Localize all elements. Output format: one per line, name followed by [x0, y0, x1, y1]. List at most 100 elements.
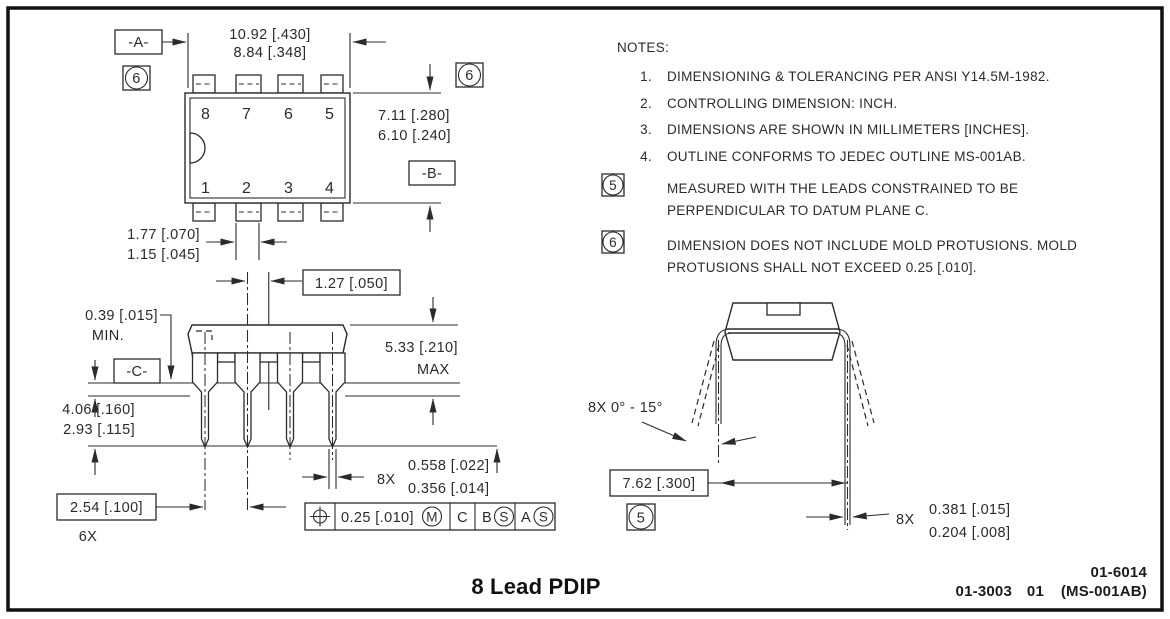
body-bottom-tab: [216, 352, 236, 363]
dim-arrow: [852, 512, 890, 520]
mmc-modifier-icon: [421, 506, 443, 527]
top-view: 10.92 [.430] 8.84 [.348] -A- 6 6: [114, 27, 484, 263]
rfs-modifier-icon: [493, 506, 515, 527]
dim-lead-width-mm2: 0.356 [.014]: [408, 481, 489, 497]
lead-width-count: 8X: [377, 472, 396, 488]
dim-height-max: 5.33 [.210]: [385, 340, 458, 356]
body-bottom-tab: [301, 352, 321, 363]
mold-mark: [766, 302, 801, 316]
dim-row-spacing: 7.62 [.300]: [623, 476, 696, 492]
note-5-line-1: MEASURED WITH THE LEADS CONSTRAINED TO B…: [667, 181, 1018, 196]
pin-number: 8: [201, 106, 210, 123]
jedec-reference: (MS-001AB): [1061, 583, 1147, 600]
splayed-lead-hidden: [697, 344, 720, 427]
feature-control-frame: 0.25 [.010] M C B S A S: [304, 502, 556, 531]
dim-lead-thickness-mm2: 0.204 [.008]: [929, 525, 1010, 541]
side-view: 1.27 [.050] 0.39 [.015] MIN. -C- 4.06 [.…: [56, 269, 501, 545]
pin-number: 5: [325, 106, 334, 123]
dim-body-height-mm: 7.11 [.280]: [378, 108, 450, 124]
dim-pin-width-mm2: 1.15 [.045]: [127, 247, 200, 263]
flag-note-6-right-label: 6: [465, 68, 473, 84]
pin-number: 6: [284, 106, 293, 123]
note-4: OUTLINE CONFORMS TO JEDEC OUTLINE MS-001…: [667, 149, 1026, 164]
note-number: 3.: [640, 122, 652, 137]
dim-standoff-qualifier: MIN.: [92, 328, 124, 344]
pin-number: 3: [284, 180, 293, 197]
document-code: 01-3003: [956, 583, 1012, 600]
note-3: DIMENSIONS ARE SHOWN IN MILLIMETERS [INC…: [667, 122, 1029, 137]
fcf-tolerance: 0.25 [.010]: [341, 510, 414, 526]
fcf-modifier: M: [426, 510, 438, 525]
pin-number: 1: [201, 180, 210, 197]
splayed-lead-hidden: [691, 340, 715, 424]
body-bottom-tab: [259, 352, 279, 363]
pin-number: 2: [242, 180, 251, 197]
splayed-lead-hidden: [846, 344, 869, 427]
pin-number: 7: [242, 106, 251, 123]
drawing-title: 8 Lead PDIP: [471, 574, 600, 599]
dim-pitch: 2.54 [.100]: [70, 500, 143, 516]
flag-note-6-left: 6: [122, 65, 151, 91]
true-position-icon: [310, 506, 330, 527]
fcf-datum-secondary: B: [482, 510, 492, 526]
datum-a-label: -A-: [128, 35, 149, 51]
datum-b-label: -B-: [422, 166, 443, 182]
note-number: 4.: [640, 149, 652, 164]
flag-note-5: 5: [626, 503, 656, 531]
datum-c-label: -C-: [126, 364, 147, 380]
dim-lead-thickness-mm: 0.381 [.015]: [929, 502, 1010, 518]
pin-number: 4: [325, 180, 334, 197]
note-6-flag-icon: 6: [601, 230, 625, 254]
dim-pitch-qualifier: 6X: [79, 529, 98, 545]
end-view: 8X 0° - 15° 7.62 [.300] 5 8X 0.381 [.015…: [588, 302, 1010, 541]
leader-arrow: [160, 314, 175, 380]
splayed-lead-hidden: [851, 340, 875, 424]
end-body-outline: [724, 302, 841, 361]
notes-heading: NOTES:: [617, 40, 669, 55]
note-number: 2.: [640, 96, 652, 111]
top-view-pins-top: [192, 74, 344, 94]
top-view-pins-bottom: [192, 202, 344, 222]
leader-arrow: [641, 421, 687, 442]
dim-lead-length-mm2: 2.93 [.115]: [63, 422, 135, 438]
note-5-flag-label: 5: [609, 178, 617, 193]
lead-bend: [835, 328, 851, 347]
note-2: CONTROLLING DIMENSION: INCH.: [667, 96, 897, 111]
flag-note-6-right: 6: [455, 62, 484, 88]
dim-body-width-mm: 10.92 [.430]: [229, 27, 310, 43]
dim-half-pitch: 1.27 [.050]: [315, 276, 388, 292]
note-6-flag-label: 6: [609, 235, 617, 250]
datum-b-box: [408, 160, 456, 186]
pin1-index-notch: [189, 132, 206, 164]
fcf-modifier-tertiary: S: [539, 510, 548, 525]
lead-thickness-count: 8X: [896, 512, 915, 528]
dim-lead-width-mm: 0.558 [.022]: [408, 458, 489, 474]
fcf-datum-primary: C: [457, 510, 468, 526]
lead-bend: [720, 332, 733, 347]
rfs-modifier-icon: [533, 506, 554, 527]
fcf-datum-tertiary: A: [521, 510, 531, 526]
dim-body-width-mm2: 8.84 [.348]: [234, 45, 307, 61]
notes-block: NOTES: 1. DIMENSIONING & TOLERANCING PER…: [601, 40, 1077, 275]
title-block: 8 Lead PDIP 01-6014 01-3003 01 (MS-001AB…: [471, 564, 1147, 600]
sheet-border: [6, 6, 1164, 612]
note-6-line-2: PROTUSIONS SHALL NOT EXCEED 0.25 [.010].: [667, 260, 977, 275]
mold-step-hidden-line: [196, 330, 213, 340]
document-number: 01-6014: [1091, 564, 1148, 581]
dim-body-height-mm2: 6.10 [.240]: [378, 128, 451, 144]
datum-a-box: [114, 29, 163, 55]
note-6-line-1: DIMENSION DOES NOT INCLUDE MOLD PROTUSIO…: [667, 238, 1077, 253]
dim-lead-angle: 8X 0° - 15°: [588, 400, 663, 416]
note-number: 1.: [640, 69, 652, 84]
lead-bend: [833, 332, 846, 347]
package-body-outline: [184, 92, 351, 204]
document-revision: 01: [1027, 583, 1044, 600]
dim-pin-width-mm: 1.77 [.070]: [127, 227, 200, 243]
note-1: DIMENSIONING & TOLERANCING PER ANSI Y14.…: [667, 69, 1050, 84]
dim-standoff: 0.39 [.015]: [85, 308, 158, 324]
fcf-modifier-secondary: S: [499, 510, 508, 525]
dim-lead-length-mm: 4.06 [.160]: [62, 402, 135, 418]
dim-half-pitch-box: [302, 269, 401, 296]
